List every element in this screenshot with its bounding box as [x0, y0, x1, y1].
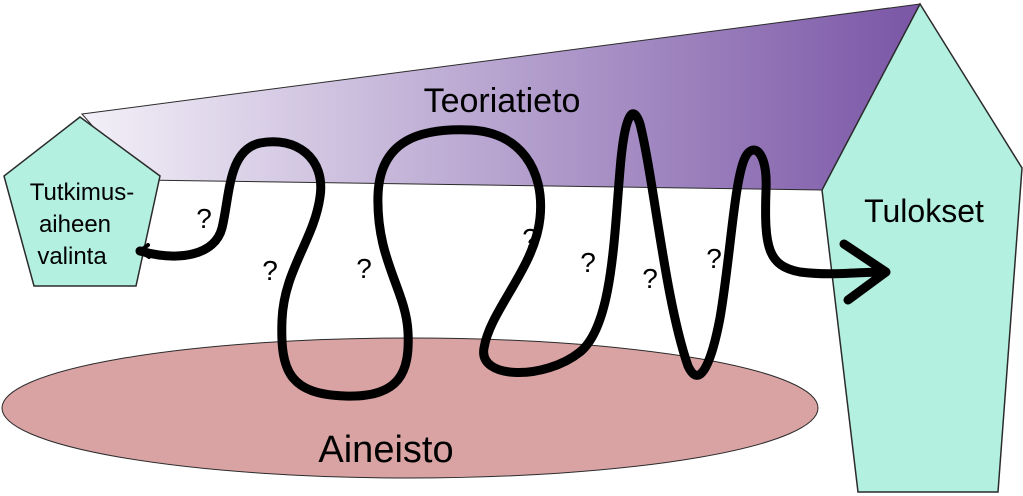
question-mark: ? [262, 255, 278, 286]
question-mark: ? [580, 247, 596, 278]
theory-label: Teoriatieto [424, 82, 581, 120]
start-label-line-2: aiheen [39, 211, 111, 238]
question-mark: ? [706, 243, 722, 274]
question-mark: ? [642, 263, 658, 294]
start-label-line-1: Tutkimus- [30, 179, 134, 206]
question-mark: ? [522, 223, 538, 254]
question-mark: ? [196, 203, 212, 234]
research-path [135, 109, 887, 401]
end-arrowhead [839, 239, 891, 305]
start-arrowhead [138, 243, 151, 259]
material-label: Aineisto [318, 429, 453, 471]
results-shape [821, 2, 1023, 493]
results-label: Tulokset [864, 193, 984, 229]
start-shape [3, 116, 161, 287]
question-mark: ? [356, 253, 372, 284]
start-label-line-3: valinta [37, 243, 107, 270]
